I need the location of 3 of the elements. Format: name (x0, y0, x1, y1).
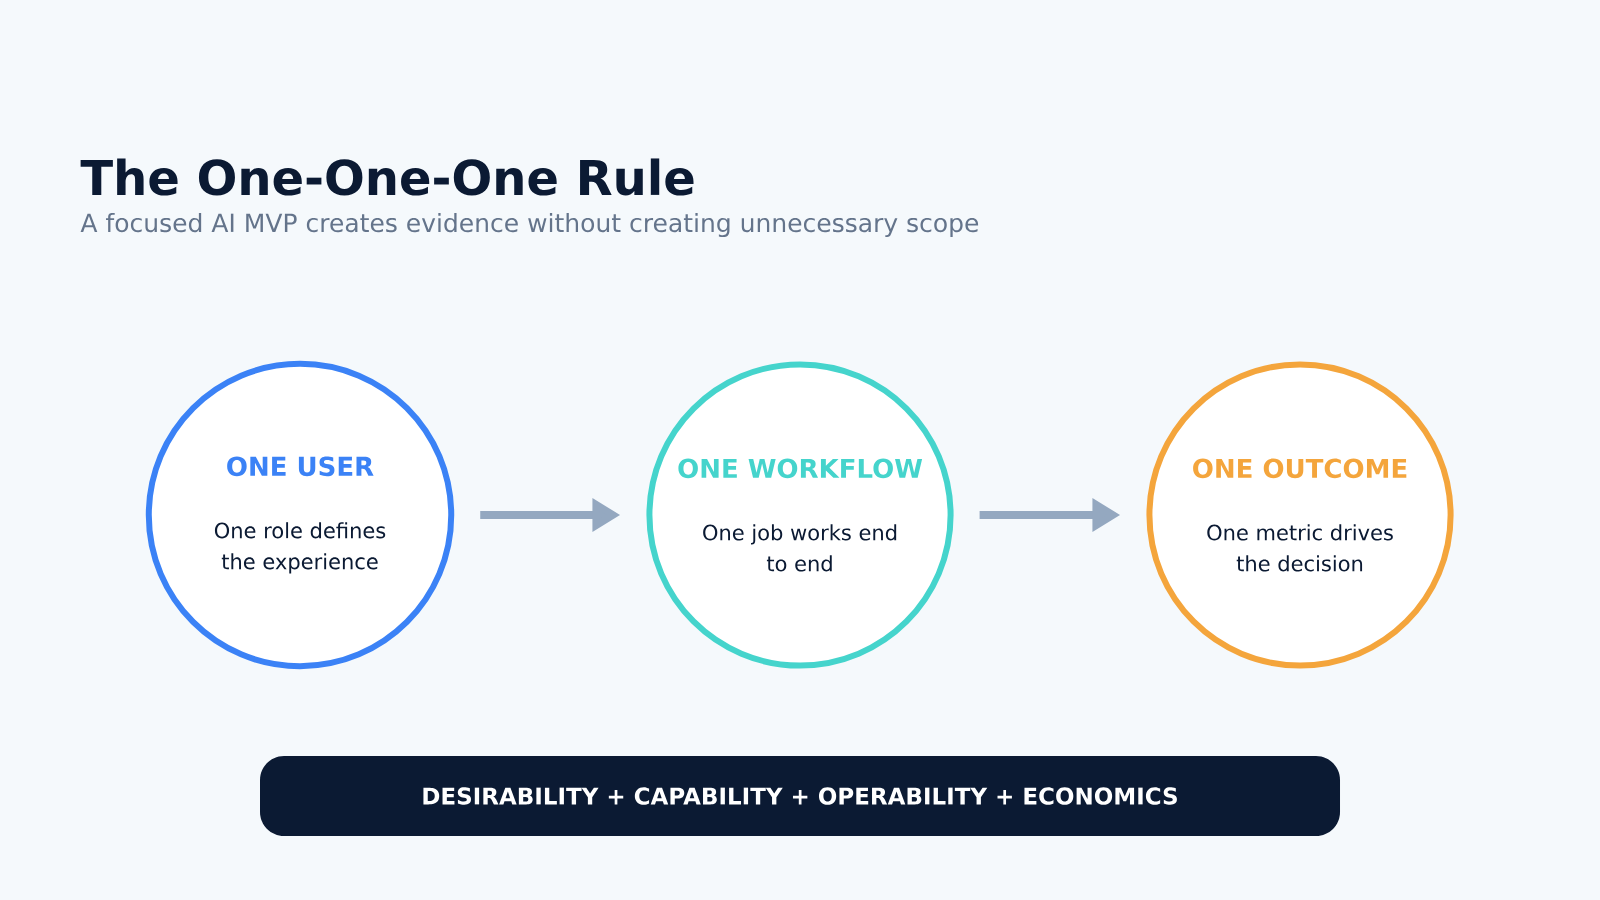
subtitle: A focused AI MVP creates evidence without creating unnecessary scope (80, 212, 979, 238)
title: The One-One-One Rule (80, 158, 694, 196)
summary-bar: DESIRABILITY + CAPABILITY + OPERABILITY + ECONOMICS (260, 756, 1340, 836)
